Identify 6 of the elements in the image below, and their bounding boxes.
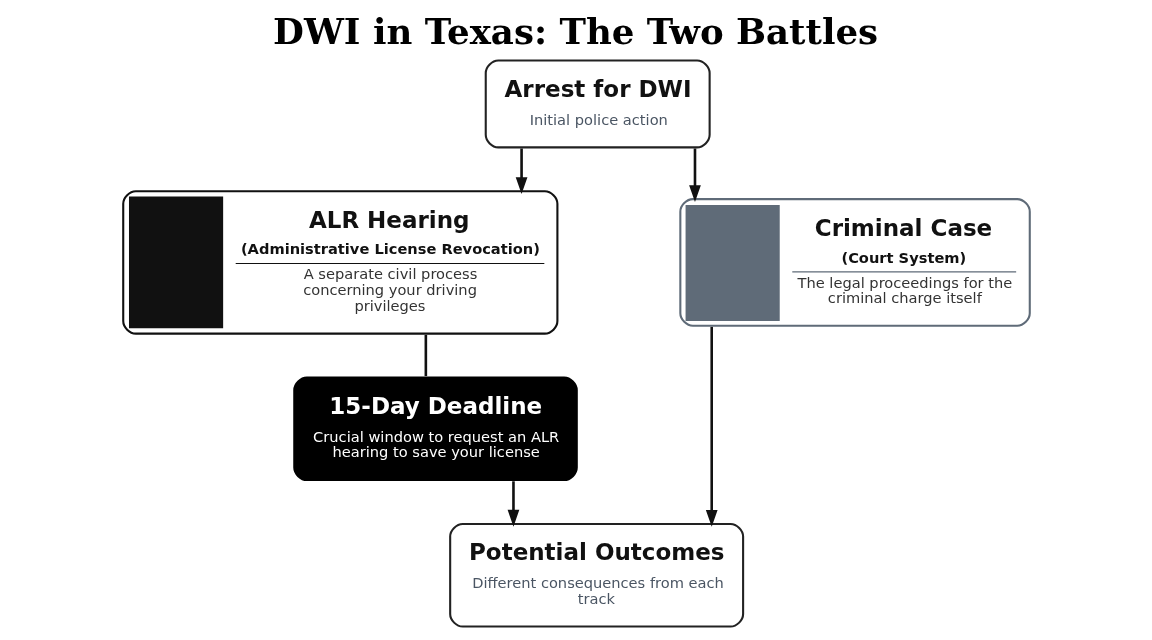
arrow [705,326,718,527]
diagram-title: DWI in Texas: The Two Battles [272,11,878,53]
connector [424,334,427,377]
arrow [688,148,701,203]
arrow [515,148,527,194]
arrow [507,481,519,527]
